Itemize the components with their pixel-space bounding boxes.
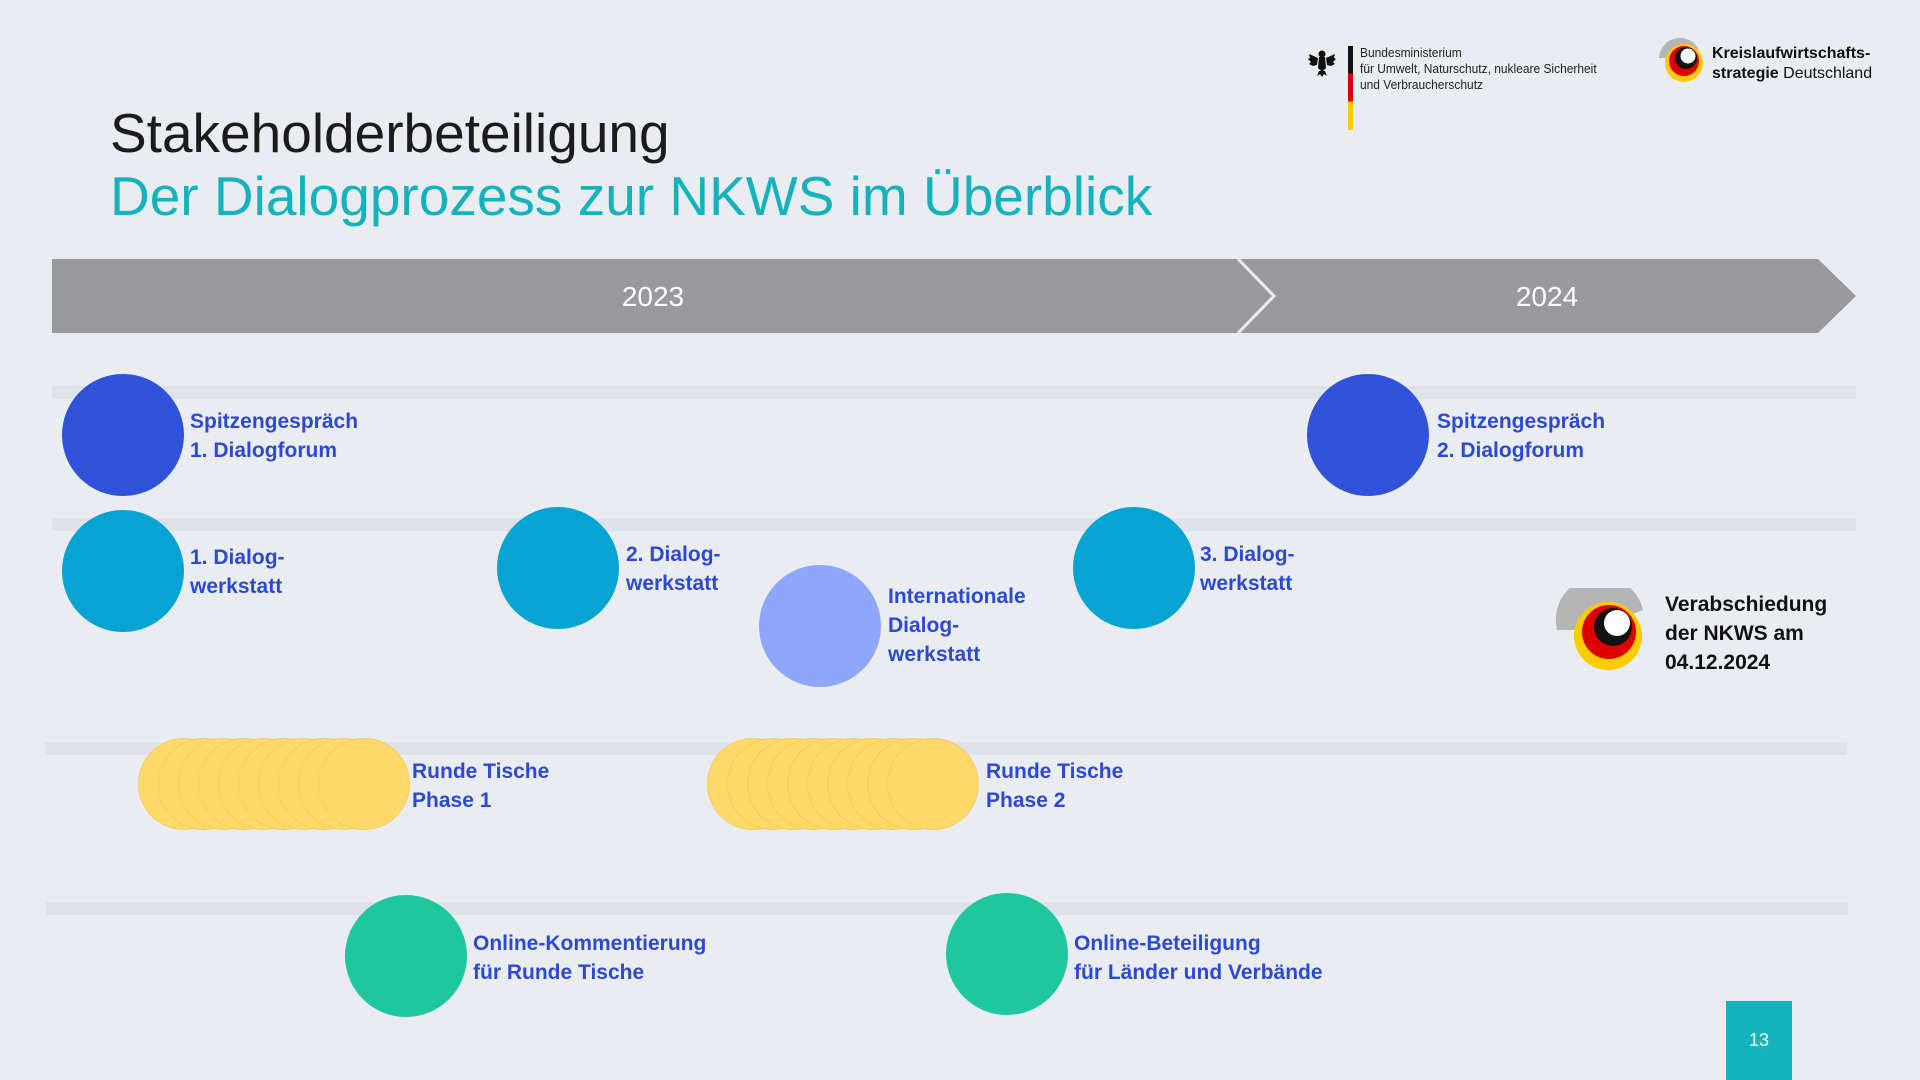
kws-name: Kreislaufwirtschafts- strategie Deutschl…: [1712, 44, 1872, 84]
page-number: 13: [1726, 1001, 1792, 1080]
dialogforum-2-line-1: Spitzengespräch: [1437, 410, 1606, 433]
dialogwerkstatt-2-line-1: 2. Dialog-: [626, 543, 721, 566]
runde-tische-1-label: Runde Tische Phase 1: [412, 757, 549, 815]
dialogwerkstatt-3-line-2: werkstatt: [1200, 572, 1293, 595]
dialogwerkstatt-2-label: 2. Dialog- werkstatt: [626, 540, 721, 598]
dialogwerkstatt-3-label: 3. Dialog- werkstatt: [1200, 540, 1295, 598]
dialogforum-1-line-2: 1. Dialogforum: [190, 439, 338, 462]
timeline-arrow: [52, 259, 1856, 333]
dialogforum-2-marker: [1307, 374, 1429, 496]
ministry-logo: Bundesministerium für Umwelt, Naturschut…: [1306, 44, 1626, 132]
runde-tische-1-line-2: Phase 1: [412, 789, 492, 812]
dialogwerkstatt-1-label: 1. Dialog- werkstatt: [190, 543, 285, 601]
ministry-line-2: für Umwelt, Naturschutz, nukleare Sicher…: [1360, 61, 1597, 76]
runde-tische-2-label: Runde Tische Phase 2: [986, 757, 1123, 815]
dialogwerkstatt-2-marker: [497, 507, 619, 629]
kws-line-1: Kreislaufwirtschafts-: [1712, 45, 1871, 62]
dialogwerkstatt-3-marker: [1073, 507, 1195, 629]
online-kommentierung-label: Online-Kommentierung für Runde Tische: [473, 929, 706, 987]
slide-subtitle: Der Dialogprozess zur NKWS im Überblick: [110, 165, 1153, 227]
international-line-3: werkstatt: [888, 643, 981, 666]
track-forum: [52, 386, 1856, 399]
timeline-segment-2023: [52, 259, 1274, 333]
kws-logo-icon: [1659, 37, 1703, 82]
international-line-1: Internationale: [888, 585, 1026, 608]
kws-line-2-bold: strategie: [1712, 65, 1779, 82]
online-beteiligung-label: Online-Beteiligung für Länder und Verbän…: [1074, 929, 1323, 987]
online-beteiligung-line-1: Online-Beteiligung: [1074, 932, 1261, 955]
dialogwerkstatt-1-marker: [62, 510, 184, 632]
flag-bar: [1348, 46, 1353, 130]
online-kommentierung-marker: [345, 895, 467, 1017]
dialogforum-1-marker: [62, 374, 184, 496]
dialogforum-1-line-1: Spitzengespräch: [190, 410, 359, 433]
runde-tische-1-markers: [138, 738, 410, 832]
kws-line-2-rest: Deutschland: [1778, 65, 1873, 82]
verabschiedung-line-2: der NKWS am: [1665, 622, 1804, 645]
international-line-2: Dialog-: [888, 614, 960, 637]
verabschiedung-line-3: 04.12.2024: [1665, 651, 1771, 674]
federal-eagle-icon: [1308, 50, 1336, 77]
online-kommentierung-line-1: Online-Kommentierung: [473, 932, 707, 955]
ministry-line-1: Bundesministerium: [1360, 45, 1462, 60]
international-werkstatt-marker: [759, 565, 881, 687]
dialogforum-2-line-2: 2. Dialogforum: [1437, 439, 1585, 462]
runde-tische-1-line-1: Runde Tische: [412, 760, 550, 783]
verabschiedung-line-1: Verabschiedung: [1665, 593, 1828, 616]
slide-title: Stakeholderbeteiligung: [110, 102, 670, 164]
kws-milestone-logo-icon: [1555, 588, 1643, 670]
ministry-line-3: und Verbraucherschutz: [1360, 77, 1484, 92]
dialogwerkstatt-1-line-2: werkstatt: [190, 575, 283, 598]
track-werkstatt: [52, 518, 1856, 531]
year-2023: 2023: [621, 281, 685, 312]
dialogforum-1-label: Spitzengespräch 1. Dialogforum: [190, 407, 358, 465]
dialogforum-2-label: Spitzengespräch 2. Dialogforum: [1437, 407, 1605, 465]
timeline-segment-2024: [1240, 259, 1856, 333]
dialogwerkstatt-3-line-1: 3. Dialog-: [1200, 543, 1295, 566]
international-werkstatt-label: Internationale Dialog- werkstatt: [888, 582, 1026, 669]
online-beteiligung-marker: [946, 893, 1068, 1015]
dialogwerkstatt-1-line-1: 1. Dialog-: [190, 546, 285, 569]
ministry-name: Bundesministerium für Umwelt, Naturschut…: [1360, 45, 1597, 93]
dialogwerkstatt-2-line-2: werkstatt: [626, 572, 719, 595]
online-kommentierung-line-2: für Runde Tische: [473, 961, 645, 984]
kws-logo: Kreislaufwirtschafts- strategie Deutschl…: [1655, 36, 1885, 86]
verabschiedung-label: Verabschiedung der NKWS am 04.12.2024: [1665, 590, 1827, 677]
runde-tische-2-line-2: Phase 2: [986, 789, 1066, 812]
runde-tische-2-markers: [707, 738, 979, 832]
track-online: [46, 902, 1848, 915]
online-beteiligung-line-2: für Länder und Verbände: [1074, 961, 1323, 984]
runde-tische-2-line-1: Runde Tische: [986, 760, 1124, 783]
year-2024: 2024: [1515, 281, 1579, 312]
